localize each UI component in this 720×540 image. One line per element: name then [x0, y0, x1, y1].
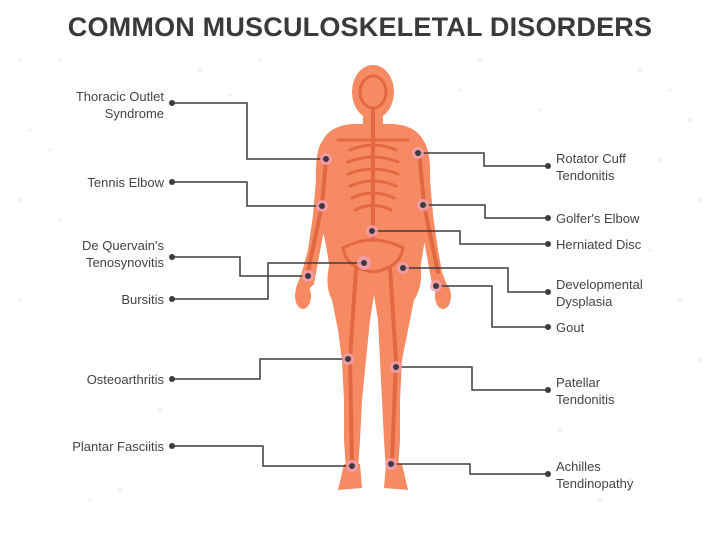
affected-markers	[302, 147, 442, 472]
marker-osteoarthritis	[342, 353, 354, 365]
label-herniated-disc: Herniated Disc	[556, 237, 642, 252]
label-de-quervains-tenosynovitis: De Quervain's Tenosynovitis	[82, 238, 164, 270]
skeleton	[306, 74, 440, 464]
label-golfers-elbow: Golfer's Elbow	[556, 211, 640, 226]
label-gout: Gout	[556, 320, 585, 335]
dot-pattern	[18, 58, 702, 502]
label-osteoarthritis: Osteoarthritis	[86, 372, 164, 387]
label-tennis-elbow: Tennis Elbow	[87, 175, 164, 190]
marker-achilles	[385, 458, 397, 470]
marker-rotator-cuff	[412, 147, 424, 159]
label-thoracic-outlet-syndrome: Thoracic Outlet Syndrome	[75, 89, 164, 121]
label-achilles-tendinopathy: Achilles Tendinopathy	[556, 459, 634, 491]
label-bursitis: Bursitis	[121, 292, 164, 307]
marker-gout	[430, 280, 442, 292]
label-developmental-dysplasia: Developmental Dysplasia	[556, 277, 643, 309]
page-title: COMMON MUSCULOSKELETAL DISORDERS	[67, 12, 653, 42]
label-rotator-cuff-tendonitis: Rotator Cuff Tendonitis	[556, 151, 626, 183]
marker-patellar	[390, 361, 402, 373]
label-dots	[169, 100, 551, 477]
marker-de-quervain	[302, 270, 314, 282]
marker-bursitis	[357, 256, 371, 270]
label-plantar-fasciitis: Plantar Fasciitis	[72, 439, 164, 454]
connector-lines	[172, 102, 548, 475]
marker-developmental-dysplasia	[397, 262, 409, 274]
marker-herniated-disc	[366, 225, 378, 237]
marker-golfers-elbow	[417, 199, 429, 211]
marker-tennis-elbow	[316, 200, 328, 212]
marker-thoracic-outlet	[320, 153, 332, 165]
marker-plantar-fasciitis	[346, 460, 358, 472]
label-patellar-tendonitis: Patellar Tendonitis	[556, 375, 615, 407]
